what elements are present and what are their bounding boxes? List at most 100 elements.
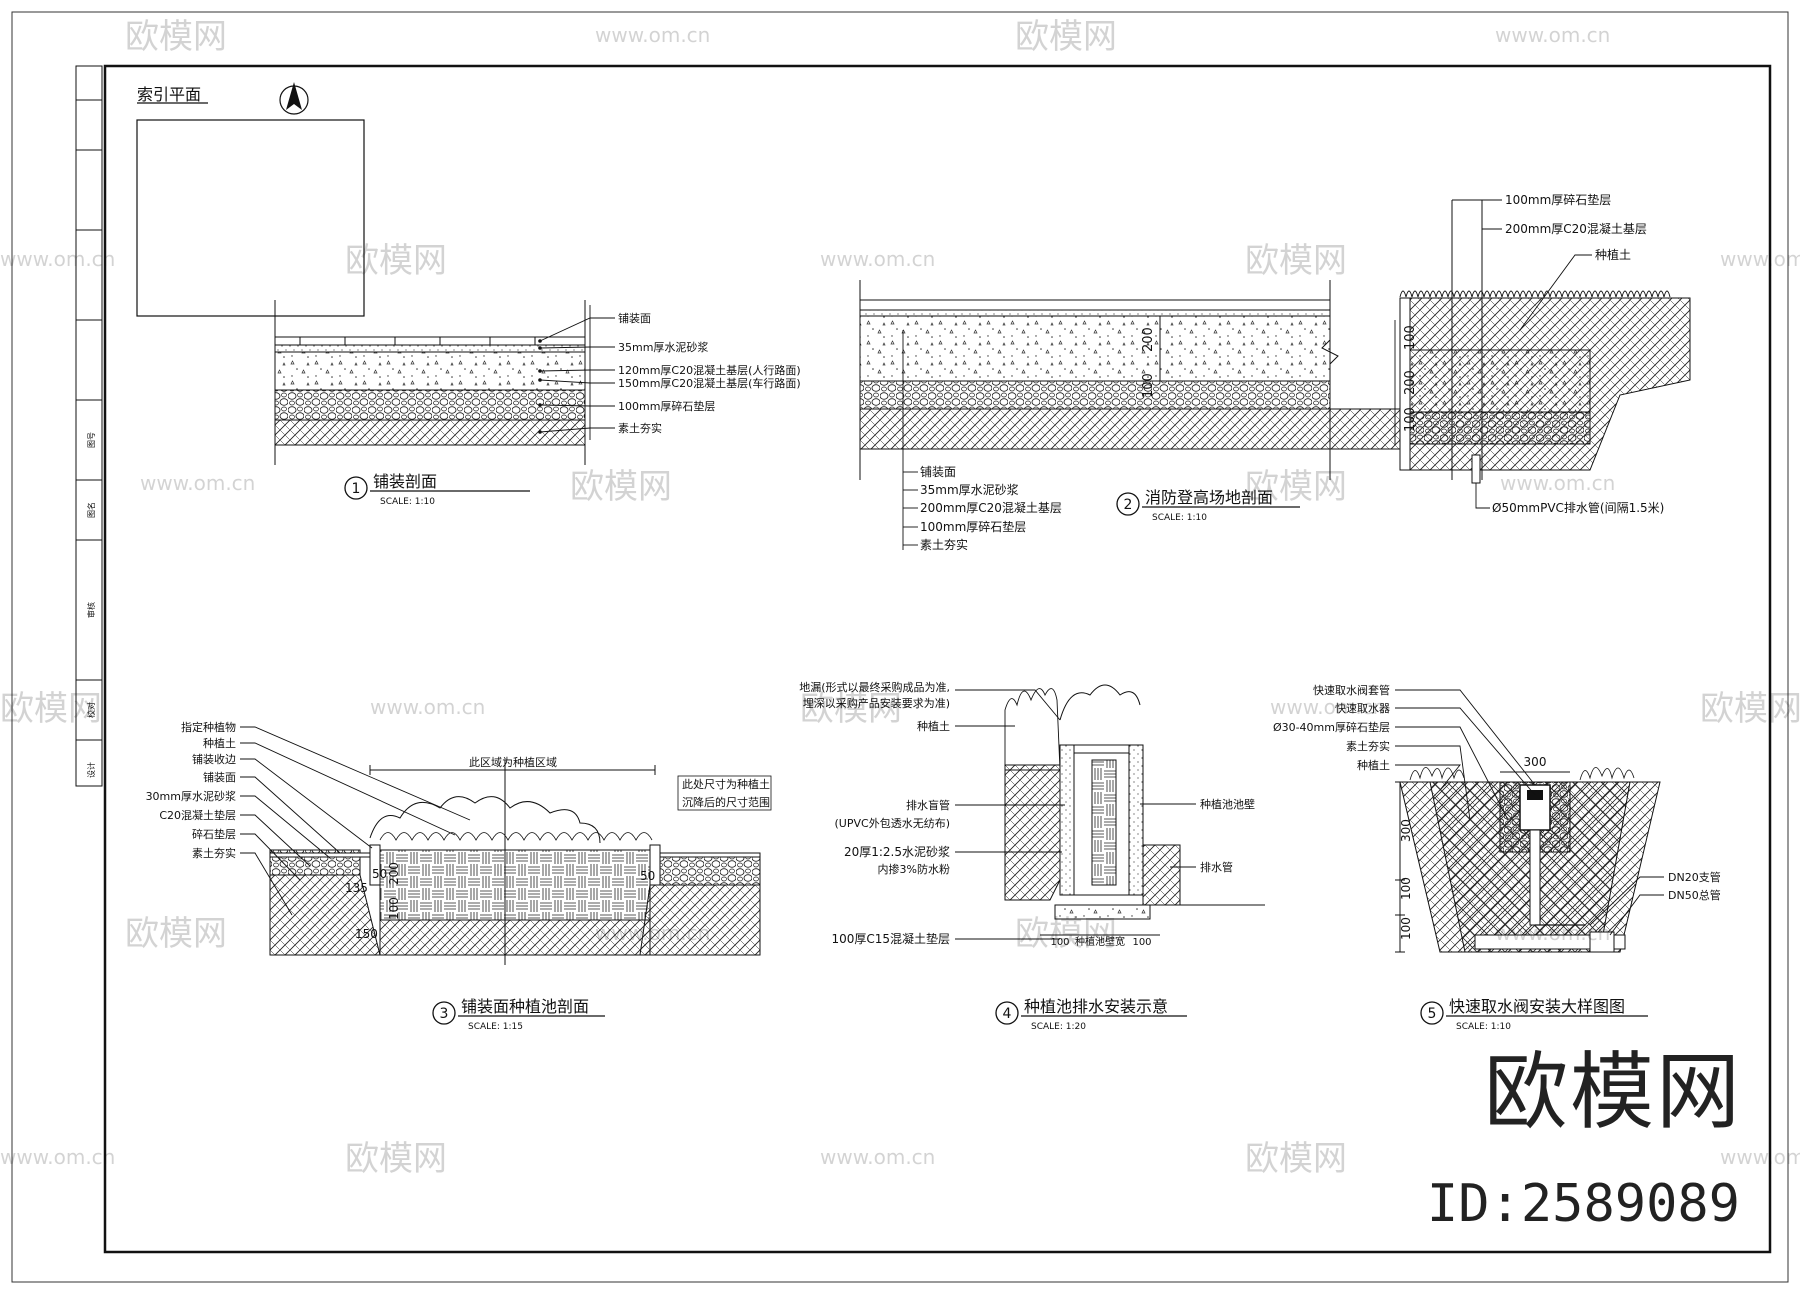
detail-5-label-right: DN50总管 (1668, 888, 1721, 902)
detail-4-label: 种植土 (917, 719, 950, 733)
detail-1-label: 150mm厚C20混凝土基层(车行路面) (618, 376, 801, 390)
detail-2-label-left: 100mm厚碎石垫层 (920, 519, 1026, 534)
watermark-brand-tile: 欧模网 (125, 17, 227, 57)
detail-3-note: 此处尺寸为种植土 (682, 777, 770, 791)
title-block-label: 图名 (86, 502, 96, 518)
detail-3-top-label: 此区域为种植区域 (469, 755, 557, 769)
detail-4-section (1004, 684, 1265, 936)
north-arrow-icon (279, 82, 309, 115)
watermark-brand-tile: 欧模网 (570, 467, 672, 507)
detail-4-label: 埋深以采购产品安装要求为准) (803, 696, 950, 710)
detail-1-label: 35mm厚水泥砂浆 (618, 340, 708, 354)
watermark-url-tile: www.om.cn (820, 1145, 935, 1169)
detail-4-label-right: 排水管 (1200, 860, 1233, 874)
watermark-url-tile: www.om.cn (140, 471, 255, 495)
watermark-url-tile: www.om.cn (0, 247, 115, 271)
detail-scale: SCALE: 1:10 (1152, 513, 1207, 523)
watermark-url-tile: www.om.cn (1495, 921, 1610, 945)
index-plan-title: 索引平面 (137, 85, 201, 104)
detail-2-dim: 200 (1403, 370, 1418, 395)
detail-title: 快速取水阀安装大样图图 (1449, 997, 1625, 1016)
watermark-brand-tile: 欧模网 (1015, 17, 1117, 57)
detail-1-section (274, 300, 586, 465)
detail-5-label: 种植土 (1357, 758, 1390, 772)
detail-5-label: 素土夯实 (1346, 739, 1390, 753)
watermark-url-tile: www.om.cn (1500, 471, 1615, 495)
watermark-url-tile: www.om.cn (820, 247, 935, 271)
detail-number: 5 (1428, 1006, 1437, 1022)
detail-number: 4 (1003, 1006, 1012, 1022)
detail-1-label: 铺装面 (618, 312, 651, 325)
detail-5-label: 快速取水器 (1335, 702, 1390, 715)
watermark-url-tile: www.om.cn (595, 921, 710, 945)
watermark-brand-tile: 欧模网 (800, 689, 902, 729)
detail-2-label-left: 200mm厚C20混凝土基层 (920, 500, 1062, 515)
detail-number: 1 (352, 481, 361, 497)
detail-title: 消防登高场地剖面 (1145, 488, 1273, 507)
title-block-label: 设计 (86, 762, 96, 778)
detail-2-label-right: Ø50mmPVC排水管(间隔1.5米) (1492, 500, 1664, 515)
detail-2-dim: 200 (1141, 327, 1156, 352)
detail-scale: SCALE: 1:15 (468, 1022, 523, 1032)
detail-3-dim: 135 (345, 881, 368, 895)
title-block-label: 图号 (87, 432, 96, 448)
detail-3-label: 30mm厚水泥砂浆 (146, 789, 236, 803)
detail-title: 种植池排水安装示意 (1024, 997, 1168, 1016)
watermark-url-tile: www.om.cn (1720, 1145, 1800, 1169)
detail-2-label-right: 种植土 (1595, 247, 1631, 262)
detail-scale: SCALE: 1:10 (1456, 1022, 1511, 1032)
detail-title: 铺装剖面 (373, 472, 437, 491)
detail-5-title-block: 5 快速取水阀安装大样图图 SCALE: 1:10 (1420, 997, 1648, 1032)
detail-5-dim: 300 (1524, 755, 1547, 769)
detail-2-label-left: 素土夯实 (920, 537, 968, 552)
detail-3-label: C20混凝土垫层 (159, 808, 236, 822)
watermark-url-tile: www.om.cn (0, 1145, 115, 1169)
detail-1-label: 100mm厚碎石垫层 (618, 399, 715, 413)
watermark-url-tile: www.om.cn (1270, 695, 1385, 719)
detail-3-label: 碎石垫层 (192, 827, 236, 841)
watermark-brand-tile: 欧模网 (1245, 467, 1347, 507)
detail-2-dim: 100 (1141, 373, 1156, 398)
detail-title: 铺装面种植池剖面 (461, 997, 589, 1016)
detail-4-dim: 100 (1050, 937, 1069, 948)
detail-4-label: (UPVC外包透水无纺布) (835, 816, 950, 830)
title-block-label: 校对 (86, 702, 96, 718)
watermark-url-tile: www.om.cn (370, 695, 485, 719)
watermark-brand-tile: 欧模网 (1700, 689, 1800, 729)
watermark-url-tile: www.om.cn (595, 23, 710, 47)
detail-2-dim: 100 (1403, 407, 1418, 432)
detail-5-label-right: DN20支管 (1668, 870, 1721, 884)
detail-number: 3 (440, 1006, 449, 1022)
detail-scale: SCALE: 1:20 (1031, 1022, 1086, 1032)
detail-3-note: 沉降后的尺寸范围 (682, 795, 770, 809)
detail-3-dim: 200 (387, 862, 401, 885)
detail-5-label: 快速取水阀套管 (1313, 683, 1390, 697)
detail-2-label-left: 35mm厚水泥砂浆 (920, 482, 1019, 497)
detail-2-label-left: 铺装面 (920, 465, 956, 479)
detail-4-label: 内掺3%防水粉 (878, 862, 950, 876)
detail-4-dim: 种植池壁宽 (1075, 935, 1125, 948)
detail-2-section (859, 200, 1691, 484)
detail-5-dim: 100 (1399, 877, 1413, 900)
detail-4-label: 排水盲管 (906, 798, 950, 812)
detail-4-label-right: 种植池池壁 (1200, 797, 1255, 811)
detail-4-label: 地漏(形式以最终采购成品为准, (799, 680, 950, 694)
detail-3-label: 种植土 (203, 736, 236, 750)
watermark-url-tile: www.om.cn (1720, 247, 1800, 271)
watermark-brand-tile: 欧模网 (125, 914, 227, 954)
detail-4-title-block: 4 种植池排水安装示意 SCALE: 1:20 (995, 997, 1187, 1032)
detail-3-title-block: 3 铺装面种植池剖面 SCALE: 1:15 (432, 997, 605, 1032)
detail-2-label-right: 200mm厚C20混凝土基层 (1505, 221, 1647, 236)
detail-5-label: Ø30-40mm厚碎石垫层 (1273, 720, 1390, 734)
detail-4-label: 100厚C15混凝土垫层 (831, 931, 950, 946)
index-plan-box (136, 119, 365, 317)
watermark-brand: 欧模网 (1483, 1043, 1742, 1141)
detail-3-label: 素土夯实 (192, 846, 236, 860)
detail-3-dim: 50 (372, 867, 387, 881)
detail-2-dim: 100 (1403, 325, 1418, 350)
